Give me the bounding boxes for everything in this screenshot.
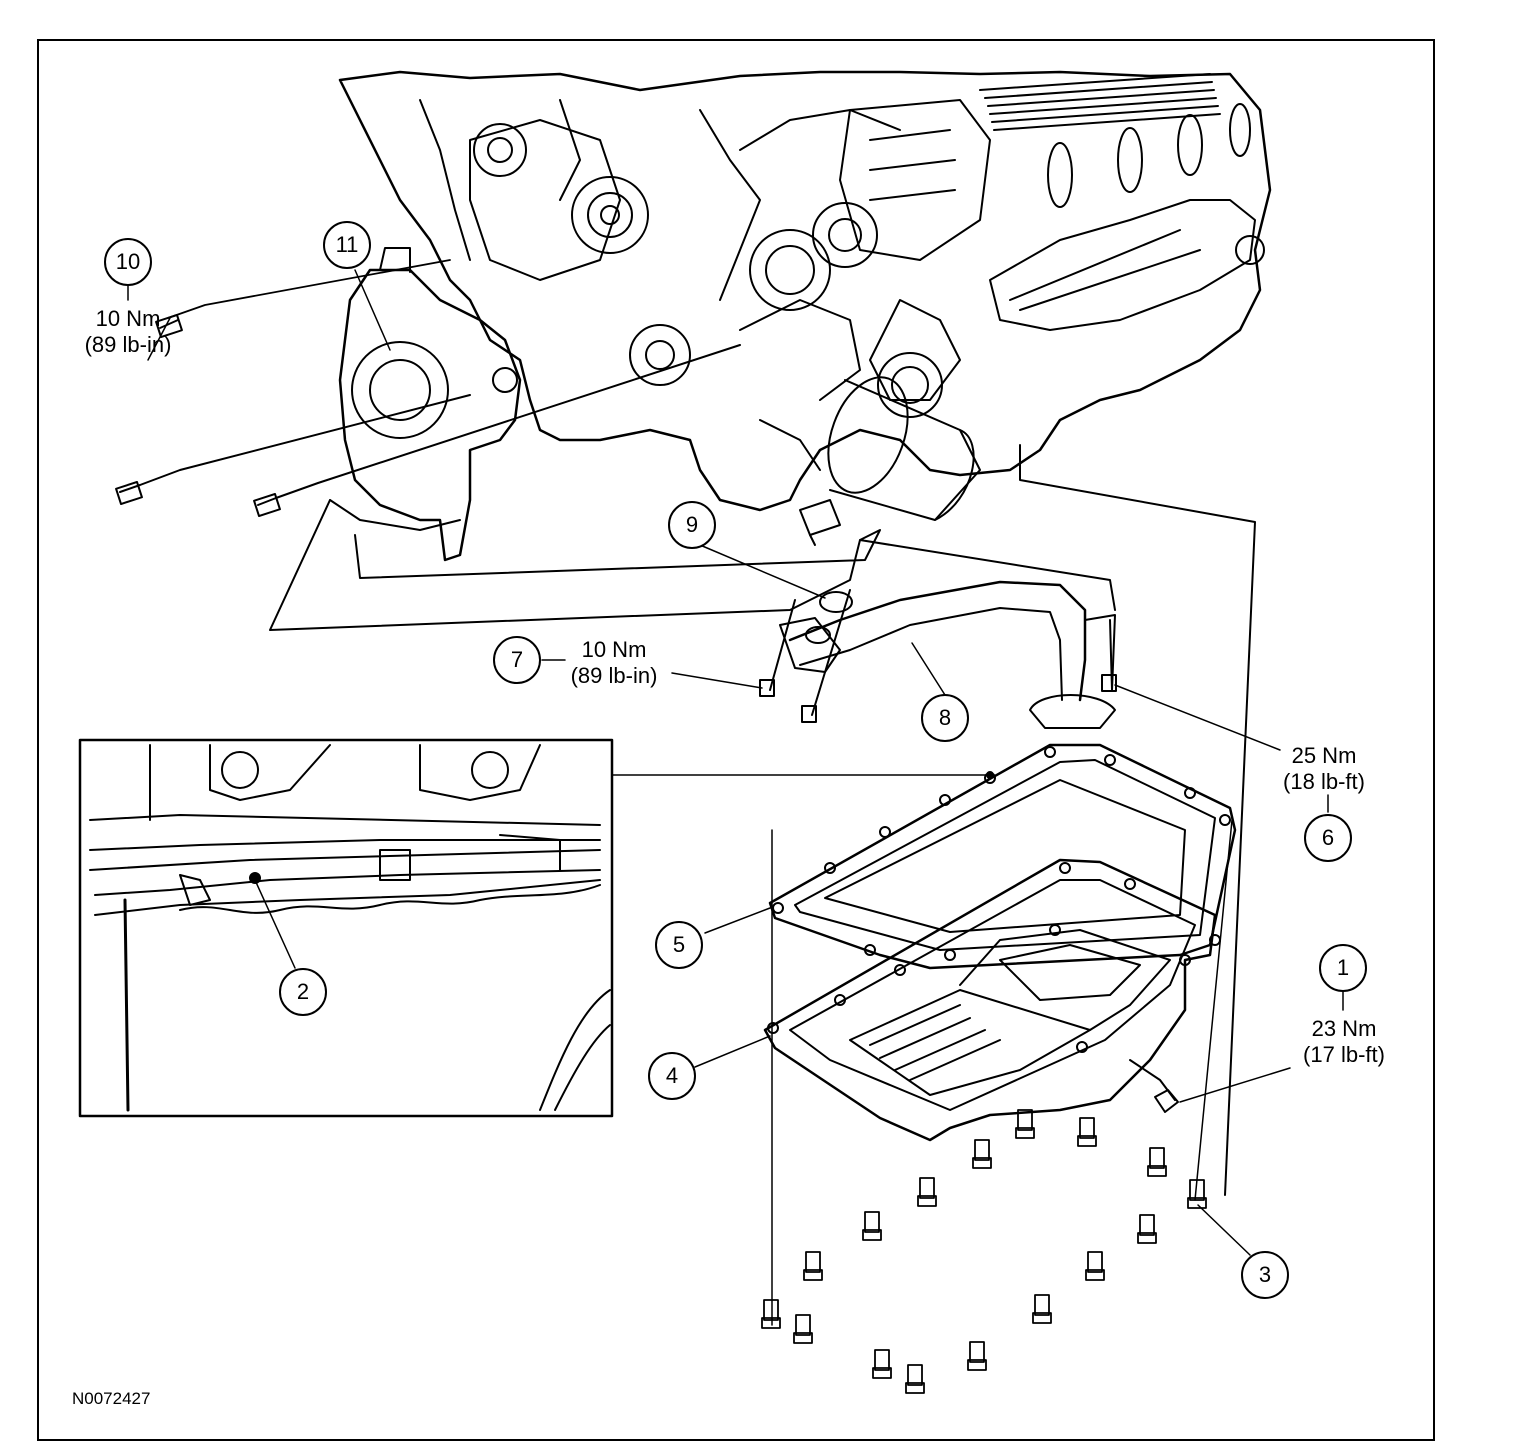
callout-4: 4 <box>648 1052 696 1100</box>
torque-spec-item-6: 25 Nm (18 lb-ft) <box>1270 743 1378 795</box>
oil-pan <box>763 858 1217 1142</box>
figure-code: N0072427 <box>72 1389 151 1408</box>
callout-7: 7 <box>493 636 541 684</box>
leader-lines <box>127 269 1344 1256</box>
oil-pan-gasket <box>768 743 1237 970</box>
callout-11: 11 <box>323 221 371 269</box>
assembly-outline <box>269 444 1256 1196</box>
oil-pump <box>329 247 522 562</box>
torque-metric: 10 Nm <box>581 637 647 662</box>
torque-metric: 25 Nm <box>1291 743 1357 768</box>
torque-imperial: (89 lb-in) <box>84 332 172 357</box>
callout-5: 5 <box>655 921 703 969</box>
callout-3: 3 <box>1241 1251 1289 1299</box>
callout-2: 2 <box>279 968 327 1016</box>
torque-metric: 23 Nm <box>1311 1016 1377 1041</box>
oil-pan-bolts <box>761 819 1233 1394</box>
torque-imperial: (17 lb-ft) <box>1303 1042 1385 1067</box>
callout-8: 8 <box>921 694 969 742</box>
callout-1: 1 <box>1319 944 1367 992</box>
diagram-frame <box>37 39 1435 1441</box>
sealant-detail-inset <box>78 738 994 1118</box>
callout-10: 10 <box>104 238 152 286</box>
oil-pump-bolts <box>115 259 741 518</box>
callout-9: 9 <box>668 501 716 549</box>
torque-metric: 10 Nm <box>95 306 161 331</box>
torque-spec-item-1: 23 Nm (17 lb-ft) <box>1290 1016 1398 1068</box>
torque-imperial: (18 lb-ft) <box>1283 769 1365 794</box>
torque-spec-item-7: 10 Nm (89 lb-in) <box>558 637 670 689</box>
callout-6: 6 <box>1304 814 1352 862</box>
torque-imperial: (89 lb-in) <box>570 663 658 688</box>
engine-block <box>338 70 1272 546</box>
torque-spec-item-10: 10 Nm (89 lb-in) <box>72 306 184 358</box>
oil-pickup-tube <box>759 580 1117 729</box>
